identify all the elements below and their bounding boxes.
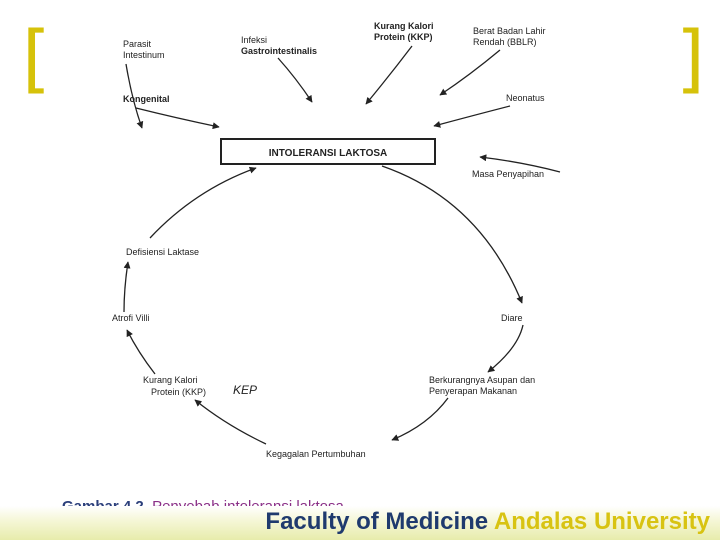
arrow-diare-to-berkurang [487, 324, 524, 373]
arrow-masa [479, 154, 561, 173]
arrow-atrofi-to-defisiensi [123, 261, 131, 313]
arrow-parasit [125, 63, 144, 129]
cause-kongenital-label: Kongenital [123, 94, 170, 104]
cycle-berkurang-label: Berkurangnya Asupan dan Penyerapan Makan… [429, 375, 538, 396]
cycle-defisiensi-label: Defisiensi Laktase [126, 247, 199, 257]
arrow-box-to-diare [381, 165, 523, 304]
arrow-neonatus [433, 105, 511, 128]
arrow-bblr [439, 49, 501, 96]
cycle-atrofi-label: Atrofi Villi [112, 313, 149, 323]
arrow-kongenital [135, 107, 220, 130]
arrow-kegagalan-to-kkp [194, 399, 267, 445]
footer-band [0, 506, 720, 540]
center-label: INTOLERANSI LAKTOSA [269, 148, 388, 159]
cause-infeksi-label: Infeksi Gastrointestinalis [241, 35, 317, 56]
arrow-infeksi [277, 57, 313, 103]
cause-kkp-top-label: Kurang Kalori Protein (KKP) [374, 21, 436, 42]
cause-parasit-label: Parasit Intestinum [123, 39, 165, 60]
cause-bblr-label: Berat Badan Lahir Rendah (BBLR) [473, 26, 548, 47]
cycle-kep-handwritten: KEP [233, 383, 257, 397]
footer-university: Andalas University [493, 508, 710, 535]
left-bracket-decoration: [ [22, 16, 51, 102]
right-bracket-decoration: ] [676, 16, 705, 102]
footer-faculty: Faculty of Medicine [265, 508, 489, 535]
cycle-kkp-bottom-label: Kurang Kalori Protein (KKP) [143, 375, 206, 397]
arrow-kkp-top [365, 45, 413, 105]
arrow-berkurang-to-kegagalan [391, 397, 449, 441]
cycle-kegagalan-label: Kegagalan Pertumbuhan [266, 449, 366, 459]
cause-masa-penyapihan-label: Masa Penyapihan [472, 169, 544, 179]
arrow-defisiensi-to-box [149, 166, 257, 239]
arrow-kkp-to-atrofi [126, 329, 156, 375]
cause-neonatus-label: Neonatus [506, 93, 545, 103]
cycle-diare-label: Diare [501, 313, 523, 323]
center-box [220, 138, 436, 165]
footer-banner: Faculty of Medicine Andalas University [265, 508, 710, 536]
